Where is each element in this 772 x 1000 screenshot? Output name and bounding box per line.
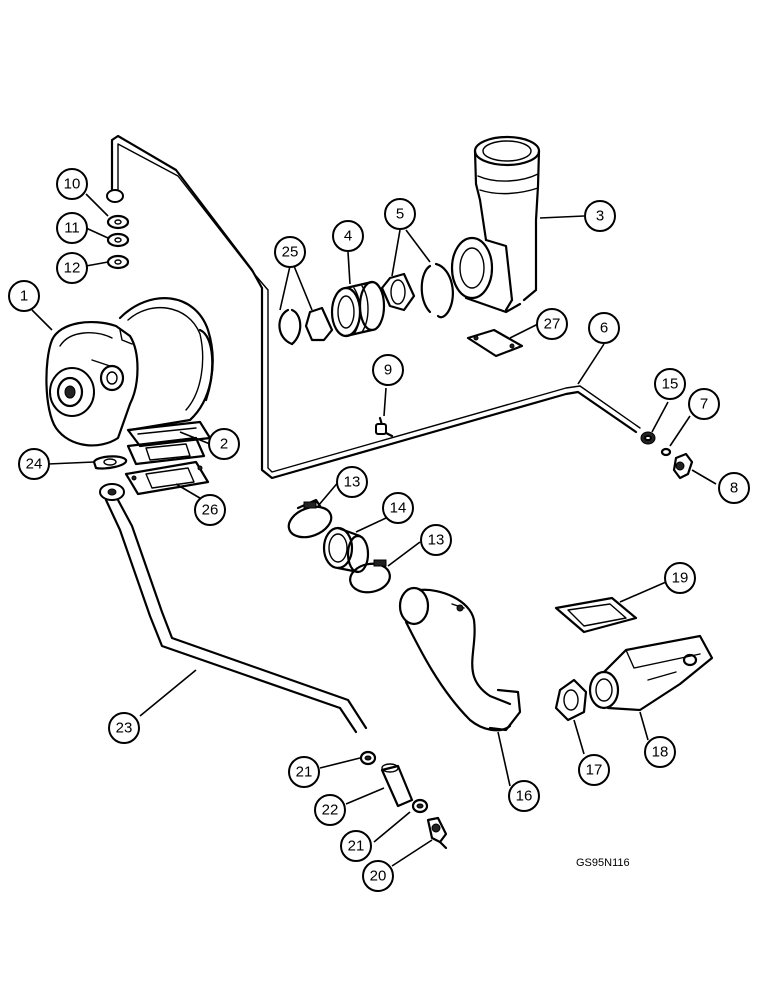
clamp-21a	[359, 750, 377, 766]
seal-7	[660, 447, 672, 457]
svg-text:6: 6	[600, 320, 608, 337]
elbow-pipe	[450, 135, 541, 314]
bellows-4	[330, 280, 386, 338]
callout-13a: 13	[336, 466, 368, 498]
svg-text:7: 7	[700, 396, 708, 413]
elbow-fitting-8	[672, 452, 694, 480]
callout-26: 26	[194, 494, 226, 526]
callout-10: 10	[56, 168, 88, 200]
washer-12	[106, 254, 130, 270]
washer-11	[106, 232, 130, 248]
svg-text:14: 14	[390, 500, 407, 517]
hose-14	[322, 526, 370, 574]
gasket-19	[554, 596, 638, 634]
clamp-21b	[411, 798, 429, 814]
callout-1: 1	[8, 280, 40, 312]
leader-lines	[31, 193, 717, 867]
svg-text:21: 21	[296, 764, 313, 781]
fitting-15	[640, 431, 656, 445]
svg-text:11: 11	[64, 220, 80, 237]
callout-20: 20	[362, 860, 394, 892]
callout-25: 25	[274, 236, 306, 268]
retaining-rings-5	[380, 262, 454, 319]
svg-text:23: 23	[116, 720, 133, 737]
callout-17: 17	[578, 754, 610, 786]
svg-text:26: 26	[202, 502, 219, 519]
callout-15: 15	[654, 368, 686, 400]
air-tube-16	[398, 586, 522, 732]
svg-text:24: 24	[26, 456, 43, 473]
hose-22	[380, 763, 414, 808]
flange-gasket-27	[466, 328, 524, 358]
callout-14: 14	[382, 492, 414, 524]
svg-text:21: 21	[348, 838, 365, 855]
callout-21a: 21	[288, 756, 320, 788]
flange-gasket-26	[124, 460, 210, 496]
callout-5: 5	[384, 198, 416, 230]
svg-text:16: 16	[516, 788, 533, 805]
svg-text:12: 12	[64, 260, 81, 277]
callout-11: 11	[56, 212, 88, 244]
svg-text:20: 20	[370, 868, 387, 885]
callout-7: 7	[688, 388, 720, 420]
svg-text:17: 17	[586, 762, 603, 779]
svg-text:9: 9	[384, 362, 392, 379]
oil-supply-line	[106, 134, 641, 480]
callout-9: 9	[372, 354, 404, 386]
callout-4: 4	[332, 220, 364, 252]
gasket-2	[126, 436, 206, 466]
gasket-17	[554, 678, 588, 722]
gasket-24	[92, 455, 128, 470]
callout-23: 23	[108, 712, 140, 744]
retaining-rings-25	[278, 306, 334, 346]
svg-text:22: 22	[322, 802, 339, 819]
washer-10	[106, 214, 130, 230]
callout-27: 27	[536, 308, 568, 340]
callout-18: 18	[644, 736, 676, 768]
svg-text:13: 13	[344, 474, 361, 491]
fitting-20	[426, 816, 448, 850]
svg-text:3: 3	[596, 208, 604, 225]
svg-text:27: 27	[544, 316, 561, 333]
callout-8: 8	[718, 472, 750, 504]
intake-manifold-18	[588, 634, 714, 712]
svg-text:4: 4	[344, 228, 352, 245]
svg-text:25: 25	[282, 244, 299, 261]
callout-2: 2	[208, 428, 240, 460]
svg-text:10: 10	[64, 176, 81, 193]
hose-clamp-13b	[349, 559, 391, 594]
callout-16: 16	[508, 780, 540, 812]
svg-text:15: 15	[662, 376, 679, 393]
callout-12: 12	[56, 252, 88, 284]
callout-6: 6	[588, 312, 620, 344]
svg-text:1: 1	[20, 288, 28, 305]
svg-text:2: 2	[220, 436, 228, 453]
clip-9	[375, 416, 394, 438]
callout-3: 3	[584, 200, 616, 232]
svg-text:18: 18	[652, 744, 669, 761]
svg-text:8: 8	[730, 480, 738, 497]
callout-24: 24	[18, 448, 50, 480]
svg-text:13: 13	[428, 532, 445, 549]
callout-19: 19	[664, 562, 696, 594]
turbocharger	[45, 297, 214, 448]
callout-22: 22	[314, 794, 346, 826]
oil-drain-tube	[99, 483, 368, 734]
svg-text:19: 19	[672, 570, 689, 587]
svg-text:5: 5	[396, 206, 404, 223]
callout-21b: 21	[340, 830, 372, 862]
figure-code: GS95N116	[576, 857, 630, 869]
callout-13b: 13	[420, 524, 452, 556]
